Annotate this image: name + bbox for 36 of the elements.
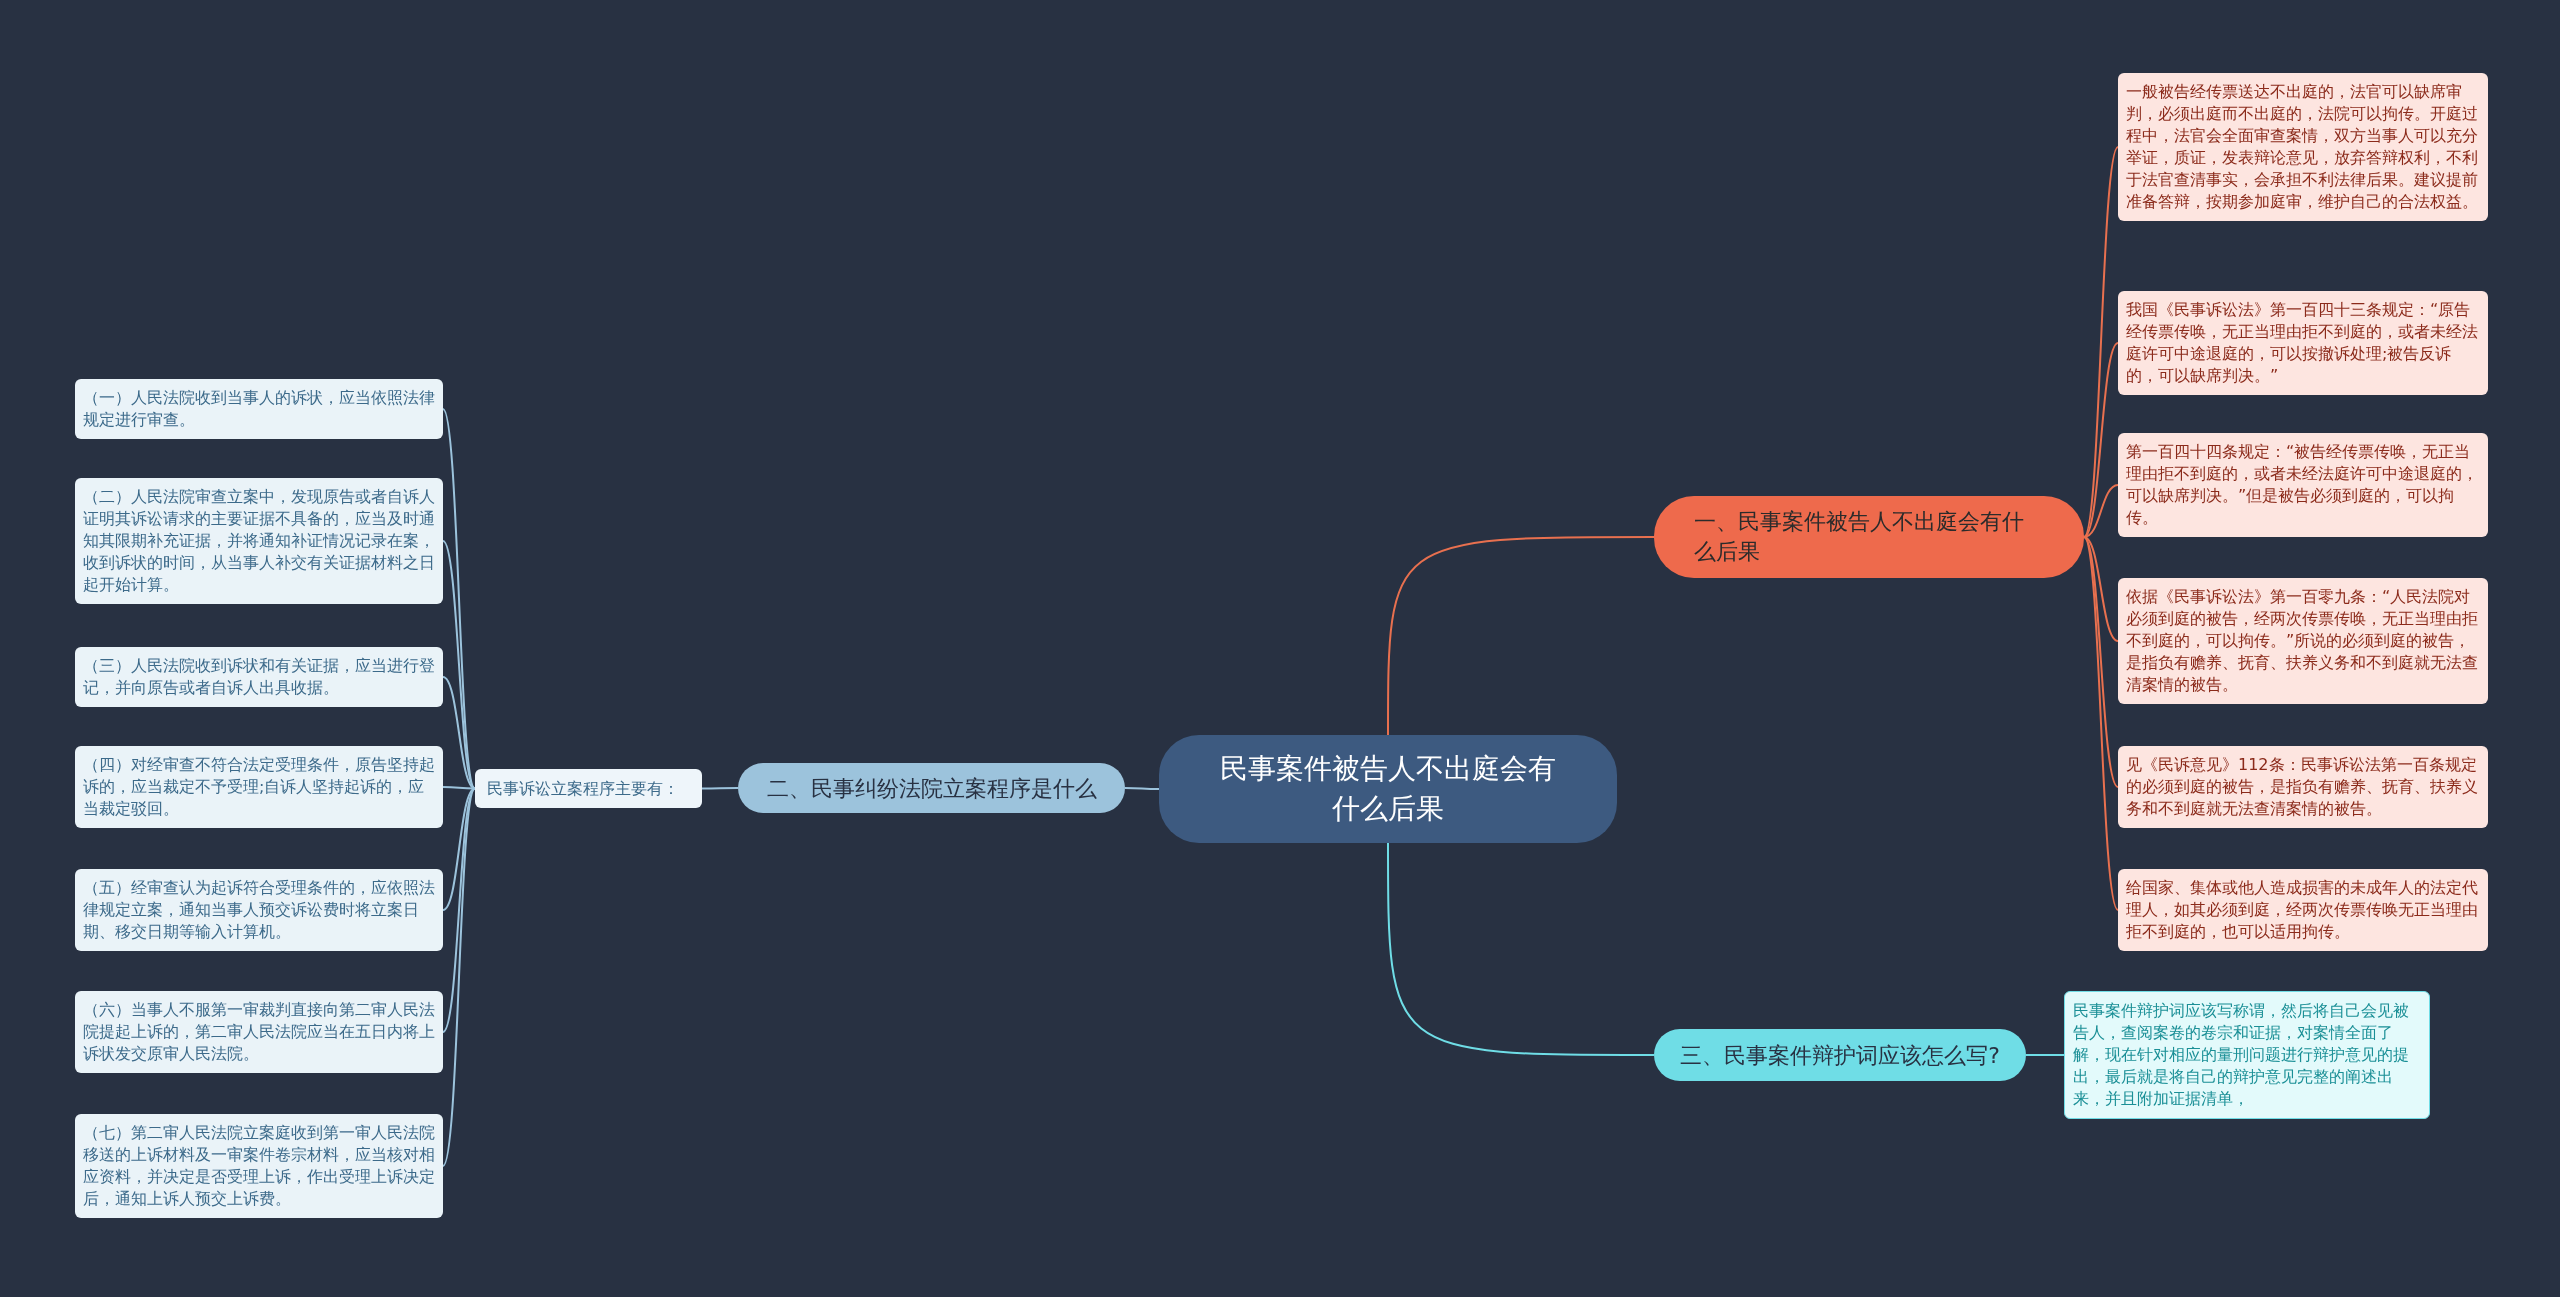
detail-card: （五）经审查认为起诉符合受理条件的，应依照法律规定立案，通知当事人预交诉讼费时将立案日期、移交日期等输入计算机。	[75, 869, 443, 951]
detail-card: 民事案件辩护词应该写称谓，然后将自己会见被告人，查阅案卷的卷宗和证据，对案情全面了解，现在针对相应的量刑问题进行辩护意见的提出，最后就是将自己的辩护意见完整的阐述出来，并且附加证据清单，	[2064, 991, 2430, 1119]
detail-card: （六）当事人不服第一审裁判直接向第二审人民法院提起上诉的，第二审人民法院应当在五日内将上诉状发交原审人民法院。	[75, 991, 443, 1073]
connector-line	[2025, 1054, 2065, 1056]
connector-line	[442, 787, 476, 1033]
connector-line	[1387, 536, 1655, 736]
connector-line	[2083, 536, 2119, 788]
detail-card: （四）对经审查不符合法定受理条件，原告坚持起诉的，应当裁定不予受理;自诉人坚持起诉的，应当裁定驳回。	[75, 746, 443, 828]
connector-line	[2083, 536, 2119, 642]
subtopic-card: 民事诉讼立案程序主要有：	[475, 769, 702, 808]
connector-line	[2083, 536, 2119, 911]
central-topic: 民事案件被告人不出庭会有什么后果	[1159, 735, 1617, 843]
connector-line	[2083, 342, 2119, 538]
detail-card: 依据《民事诉讼法》第一百零九条：“人民法院对必须到庭的被告，经两次传票传唤，无正当理由拒不到庭的，可以拘传。”所说的必须到庭的被告，是指负有赡养、抚育、扶养义务和不到庭就无法查清案情的被告。	[2118, 578, 2488, 704]
detail-card: （一）人民法院收到当事人的诉状，应当依照法律规定进行审查。	[75, 379, 443, 439]
detail-card: 给国家、集体或他人造成损害的未成年人的法定代理人，如其必须到庭，经两次传票传唤无正当理由拒不到庭的，也可以适用拘传。	[2118, 869, 2488, 951]
connector-line	[2083, 146, 2119, 538]
detail-card: （七）第二审人民法院立案庭收到第一审人民法院移送的上诉材料及一审案件卷宗材料，应当核对相应资料，并决定是否受理上诉，作出受理上诉决定后，通知上诉人预交上诉费。	[75, 1114, 443, 1218]
connector-line	[701, 787, 739, 790]
detail-card: （二）人民法院审查立案中，发现原告或者自诉人证明其诉讼请求的主要证据不具备的，应当及时通知其限期补充证据，并将通知补证情况记录在案，收到诉状的时间，从当事人补交有关证据材料之日起开始计算。	[75, 478, 443, 604]
branch-topic: 一、民事案件被告人不出庭会有什么后果	[1654, 496, 2084, 578]
branch-topic: 二、民事纠纷法院立案程序是什么	[738, 763, 1125, 813]
connector-line	[442, 540, 476, 790]
detail-card: （三）人民法院收到诉状和有关证据，应当进行登记，并向原告或者自诉人出具收据。	[75, 647, 443, 707]
detail-card: 一般被告经传票送达不出庭的，法官可以缺席审判，必须出庭而不出庭的，法院可以拘传。开庭过程中，法官会全面审查案情，双方当事人可以充分举证，质证，发表辩论意见，放弃答辩权利，不利于法官查清事实，会承担不利法律后果。建议提前准备答辩，按期参加庭审，维护自己的合法权益。	[2118, 73, 2488, 221]
connector-line	[2083, 484, 2119, 538]
connector-line	[1124, 787, 1160, 790]
connector-line	[442, 787, 476, 911]
branch-topic: 三、民事案件辩护词应该怎么写?	[1654, 1029, 2026, 1081]
connector-line	[442, 786, 476, 790]
connector-line	[442, 676, 476, 790]
connector-line	[442, 787, 476, 1167]
detail-card: 见《民诉意见》112条：民事诉讼法第一百条规定的必须到庭的被告，是指负有赡养、抚育、扶养义务和不到庭就无法查清案情的被告。	[2118, 746, 2488, 828]
detail-card: 我国《民事诉讼法》第一百四十三条规定：“原告经传票传唤，无正当理由拒不到庭的，或者未经法庭许可中途退庭的，可以按撤诉处理;被告反诉的，可以缺席判决。”	[2118, 291, 2488, 395]
connector-line	[1387, 842, 1655, 1056]
detail-card: 第一百四十四条规定：“被告经传票传唤，无正当理由拒不到庭的，或者未经法庭许可中途退庭的，可以缺席判决。”但是被告必须到庭的，可以拘传。	[2118, 433, 2488, 537]
